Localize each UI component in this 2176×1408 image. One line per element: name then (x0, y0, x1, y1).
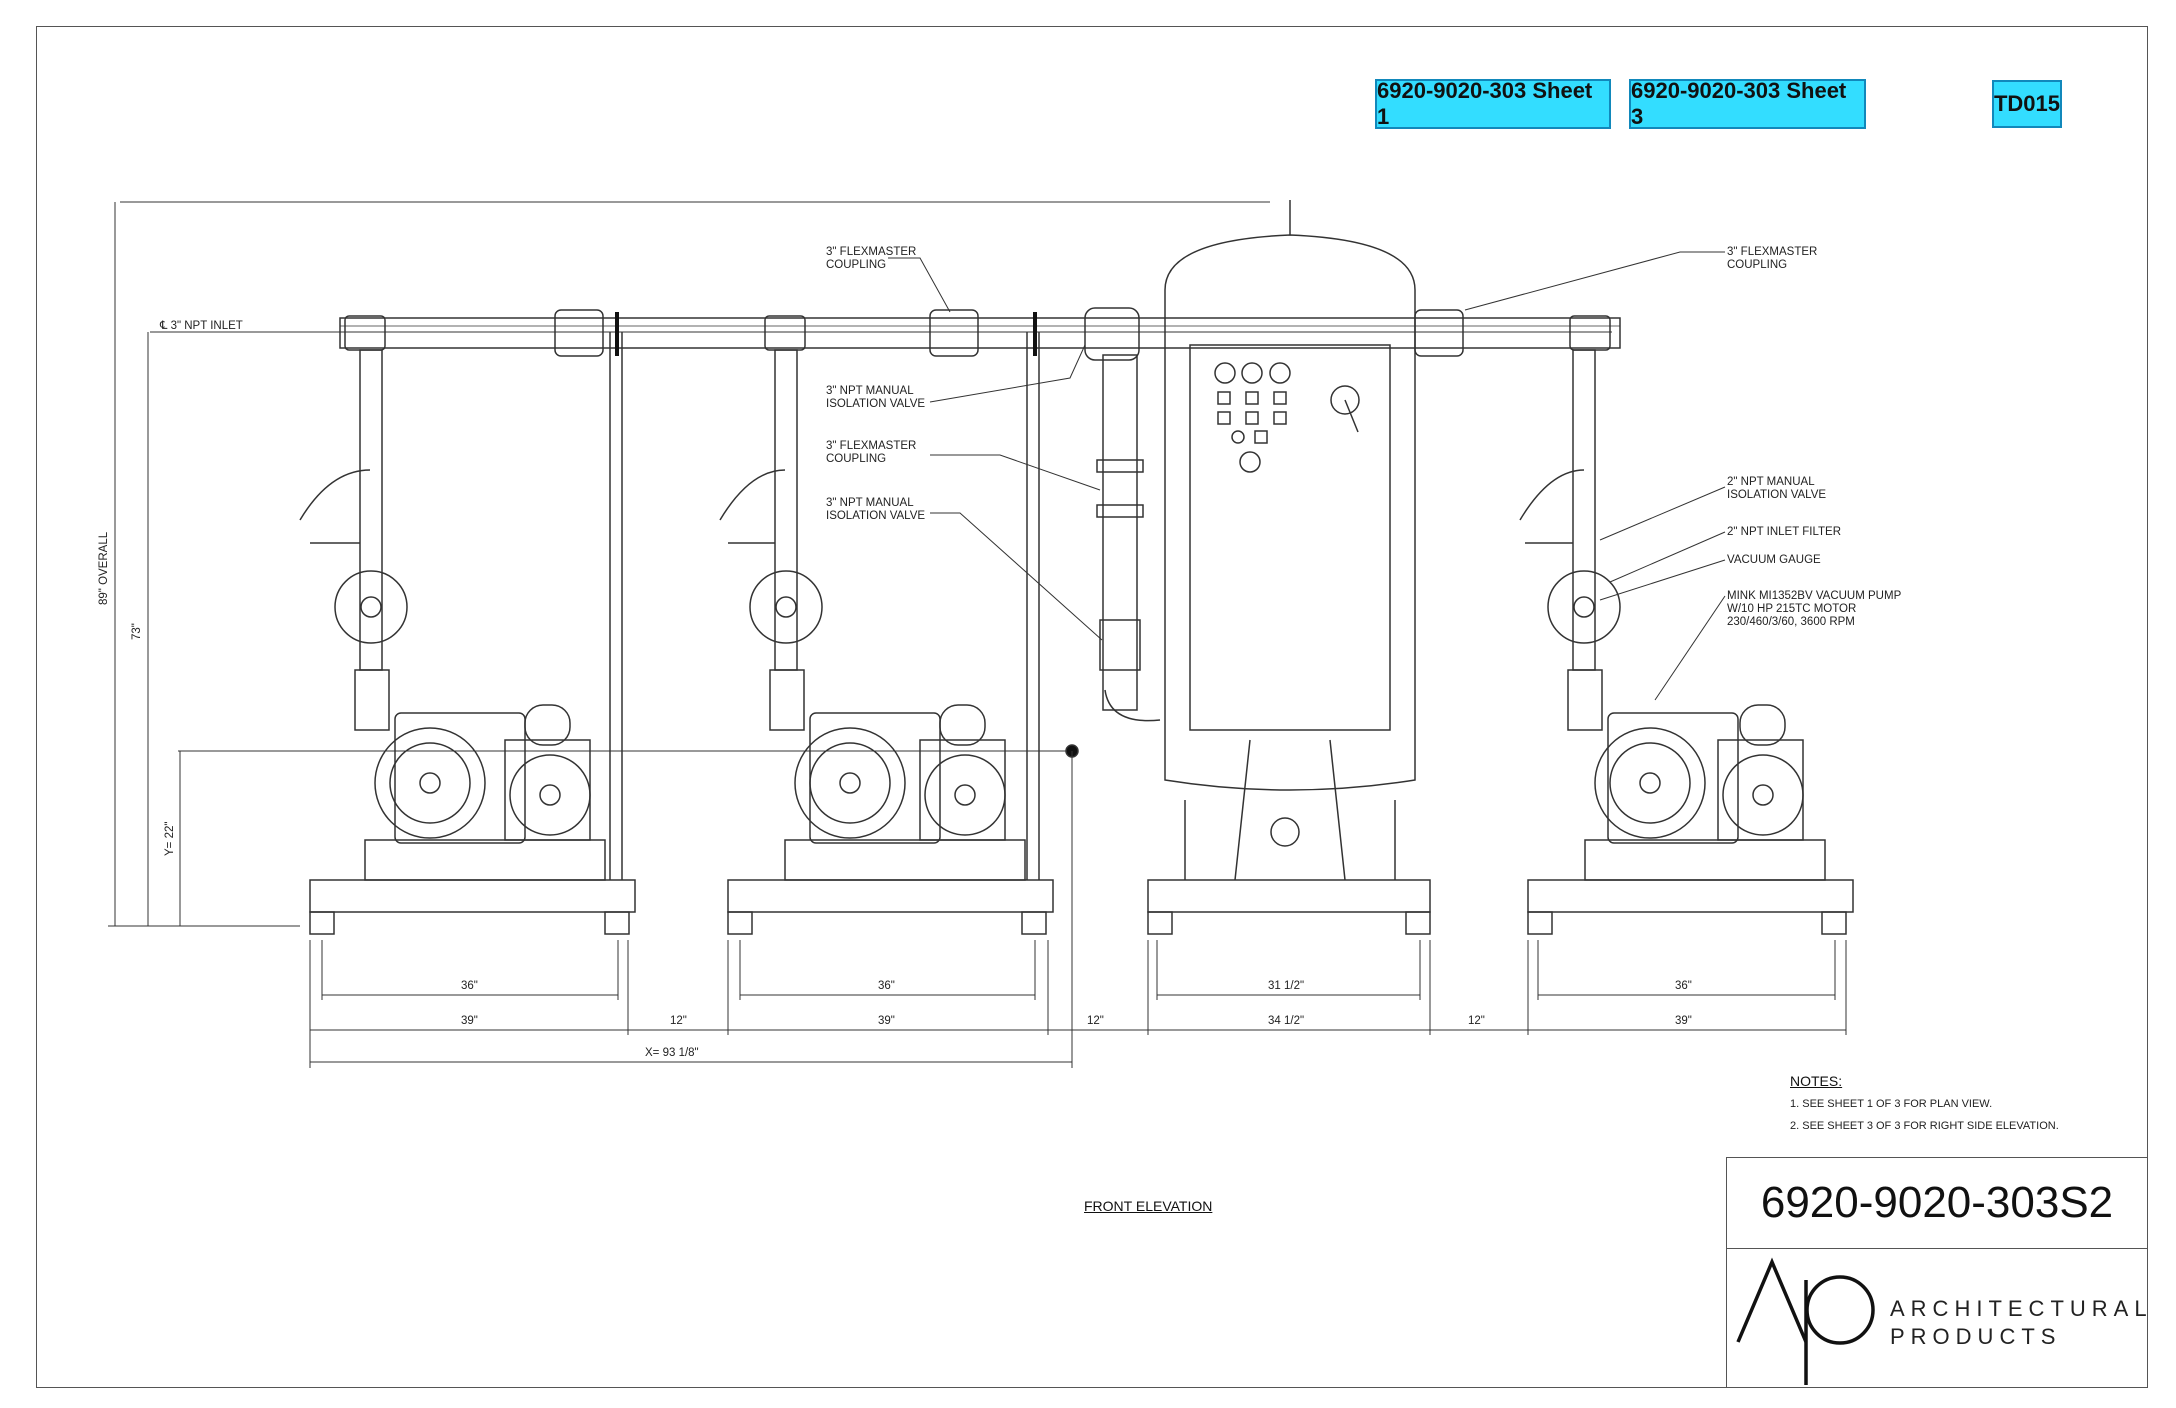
manual-isolation-valve-label-2: 3" NPT MANUAL ISOLATION VALVE (826, 497, 926, 522)
title-block: 6920-9020-303S2 (1726, 1157, 2148, 1388)
flexmaster-coupling-label-3: 3" FLEXMASTER COUPLING (1727, 246, 1818, 271)
flexmaster-coupling-label-1: 3" FLEXMASTER COUPLING (826, 246, 917, 271)
ap-logo-mark (1736, 1257, 1875, 1385)
x-total-dimension: X= 93 1/8" (645, 1047, 699, 1059)
inlet-height-dimension: 73" (131, 623, 143, 640)
manual-isolation-valve-label-1: 3" NPT MANUAL ISOLATION VALVE (826, 385, 926, 410)
brand-line-2: PRODUCTS (1890, 1324, 2062, 1349)
skid2-inner-dimension: 36" (878, 980, 895, 992)
gap3-dimension: 12" (1468, 1015, 1485, 1027)
skid1-outer-dimension: 39" (461, 1015, 478, 1027)
manual-isolation-valve-2in-label: 2" NPT MANUAL ISOLATION VALVE (1727, 476, 1827, 501)
skid2-outer-dimension: 39" (878, 1015, 895, 1027)
view-caption: FRONT ELEVATION (1084, 1198, 1213, 1214)
overall-height-dimension: 89" OVERALL (98, 531, 110, 605)
skid1-inner-dimension: 36" (461, 980, 478, 992)
vacuum-pump-label: MINK MI1352BV VACUUM PUMP W/10 HP 215TC … (1727, 590, 1902, 628)
drawing-number: 6920-9020-303S2 (1727, 1158, 2147, 1249)
gap1-dimension: 12" (670, 1015, 687, 1027)
note-item-2: 2. SEE SHEET 3 OF 3 FOR RIGHT SIDE ELEVA… (1790, 1120, 2059, 1132)
tank-outer-dimension: 34 1/2" (1268, 1015, 1305, 1027)
brand-line-1: ARCHITECTURAL (1890, 1296, 2153, 1321)
npt-inlet-label: ℄ 3" NPT INLET (160, 320, 243, 332)
note-item-1: 1. SEE SHEET 1 OF 3 FOR PLAN VIEW. (1790, 1098, 1993, 1110)
tank-inner-dimension: 31 1/2" (1268, 980, 1305, 992)
inlet-filter-label: 2" NPT INLET FILTER (1727, 526, 1842, 538)
flexmaster-coupling-label-2: 3" FLEXMASTER COUPLING (826, 440, 917, 465)
notes-title: NOTES: (1790, 1073, 1843, 1089)
skid3-inner-dimension: 36" (1675, 980, 1692, 992)
sheet-1-link-button[interactable]: 6920-9020-303 Sheet 1 (1375, 78, 1611, 129)
drawing-border (36, 26, 2148, 1388)
y-height-dimension: Y= 22" (164, 821, 176, 856)
skid3-outer-dimension: 39" (1675, 1015, 1692, 1027)
gap2-dimension: 12" (1087, 1015, 1104, 1027)
td015-link-button[interactable]: TD015 (1992, 80, 2062, 128)
sheet-3-link-button[interactable]: 6920-9020-303 Sheet 3 (1629, 78, 1866, 129)
vacuum-gauge-label: VACUUM GAUGE (1727, 554, 1821, 566)
